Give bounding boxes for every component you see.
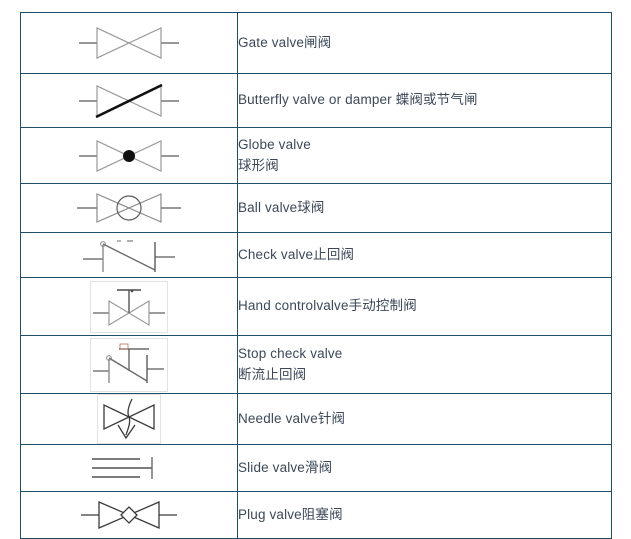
gate-valve-symbol — [69, 22, 189, 64]
symbol-cell — [20, 12, 238, 74]
symbol-cell — [20, 277, 238, 336]
check-valve-symbol — [69, 234, 189, 276]
description-line: Needle valve针阀 — [238, 410, 346, 426]
description-cell: Ball valve球阀 — [237, 183, 612, 233]
valve-symbol-table: Gate valve闸阀 — [20, 12, 612, 539]
table-row: Stop check valve 断流止回阀 — [20, 335, 612, 394]
symbol-cell — [20, 232, 238, 278]
symbol-cell — [20, 335, 238, 394]
symbol-cell — [20, 491, 238, 539]
description-cell: Globe valve 球形阀 — [237, 127, 612, 184]
description-line: Stop check valve — [238, 345, 343, 361]
description-line: Butterfly valve or damper 蝶阀或节气闸 — [238, 92, 478, 108]
description-line: Globe valve — [238, 136, 311, 152]
table-row: Gate valve闸阀 — [20, 12, 612, 74]
description-cell: Needle valve针阀 — [237, 393, 612, 445]
description-line: Slide valve滑阀 — [238, 459, 333, 475]
description-line-cn: 球形阀 — [238, 157, 279, 173]
globe-valve-symbol — [69, 135, 189, 177]
description-cell: Plug valve阻塞阀 — [237, 491, 612, 539]
description-cell: Gate valve闸阀 — [237, 12, 612, 74]
description-cell: Slide valve滑阀 — [237, 444, 612, 492]
ball-valve-symbol — [69, 187, 189, 229]
hand-control-valve-symbol — [90, 280, 168, 333]
description-line: Hand controlvalve手动控制阀 — [238, 298, 417, 314]
table-row: Plug valve阻塞阀 — [20, 491, 612, 539]
symbol-cell — [20, 127, 238, 184]
plug-valve-symbol — [69, 496, 189, 534]
needle-valve-symbol — [97, 394, 161, 444]
description-cell: Stop check valve 断流止回阀 — [237, 335, 612, 394]
description-cell: Hand controlvalve手动控制阀 — [237, 277, 612, 336]
description-line: Check valve止回阀 — [238, 246, 355, 262]
description-cell: Check valve止回阀 — [237, 232, 612, 278]
description-line-cn: 断流止回阀 — [238, 366, 307, 382]
valve-symbol-reference-page: Gate valve闸阀 — [20, 12, 612, 539]
description-line: Ball valve球阀 — [238, 199, 325, 215]
description-cell: Butterfly valve or damper 蝶阀或节气闸 — [237, 73, 612, 128]
table-row: Slide valve滑阀 — [20, 444, 612, 492]
table-row: Needle valve针阀 — [20, 393, 612, 445]
slide-valve-symbol — [74, 451, 184, 485]
symbol-cell — [20, 444, 238, 492]
table-row: Butterfly valve or damper 蝶阀或节气闸 — [20, 73, 612, 128]
description-line: Plug valve阻塞阀 — [238, 506, 343, 522]
symbol-cell — [20, 393, 238, 445]
table-row: Globe valve 球形阀 — [20, 127, 612, 184]
table-row: Hand controlvalve手动控制阀 — [20, 277, 612, 336]
symbol-cell — [20, 73, 238, 128]
description-line: Gate valve闸阀 — [238, 34, 332, 50]
stop-check-valve-symbol — [90, 337, 168, 392]
table-row: Ball valve球阀 — [20, 183, 612, 233]
symbol-cell — [20, 183, 238, 233]
table-row: Check valve止回阀 — [20, 232, 612, 278]
butterfly-valve-symbol — [69, 80, 189, 122]
